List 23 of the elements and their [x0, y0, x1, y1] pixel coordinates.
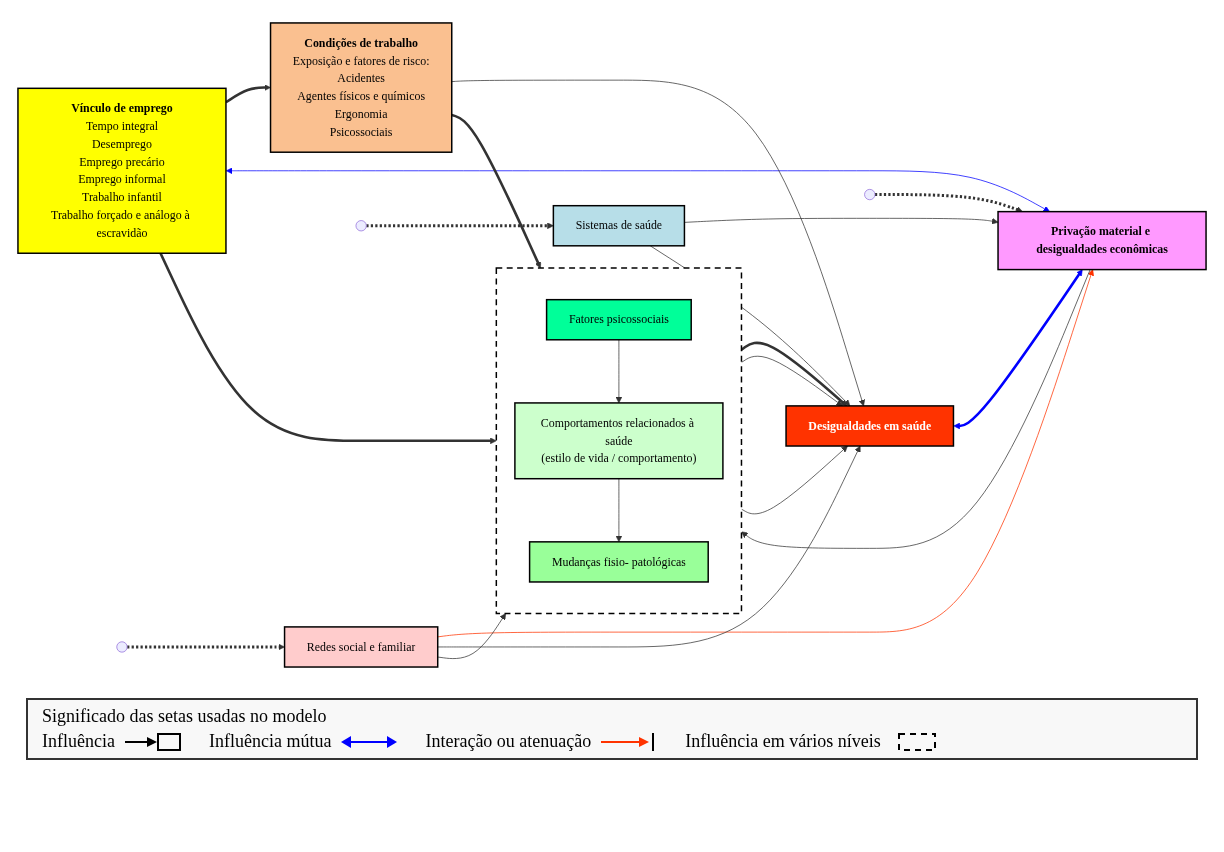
node-box	[997, 210, 1207, 271]
legend-label: Interação ou atenuação	[425, 731, 592, 752]
legend-label: Influência	[42, 731, 115, 752]
arrow	[127, 643, 285, 651]
arrow	[953, 269, 1083, 430]
arrow	[159, 252, 497, 445]
node-box	[785, 405, 955, 447]
legend-label: Influência mútua	[208, 731, 332, 752]
node-box	[269, 22, 453, 153]
cluster	[495, 267, 743, 615]
node-box	[545, 298, 692, 341]
node-box	[552, 204, 686, 247]
arrow	[874, 193, 1023, 213]
node-box	[514, 402, 724, 480]
arrow	[366, 222, 554, 230]
legend-label: Influência em vários níveis	[685, 731, 881, 752]
node-box	[283, 626, 439, 668]
arrow	[451, 113, 542, 269]
arrow	[225, 84, 271, 104]
diagram: Fatores psicossociais Comportamentos relacionados à saúde (estilo de vida / comportamento) Mudanças fisio- patológicas Vínculo de emprego Tempo integral Desemprego Emprego precário Emprego informal Trabalho infantil Trabalho forçado e análogo à escravidão Condições de trabalho Exposição e fatores de risco: Acidentes Agentes físicos e químicos Ergonomia Psicossociais Desigualdades em saúde Privação material e desigualdades econômicas Sistemas de saúde Redes social e familiar	[12, 17, 1212, 673]
node-box	[528, 541, 709, 583]
node-box	[17, 87, 227, 254]
legend-title: Significado das setas usadas no modelo	[42, 706, 327, 727]
